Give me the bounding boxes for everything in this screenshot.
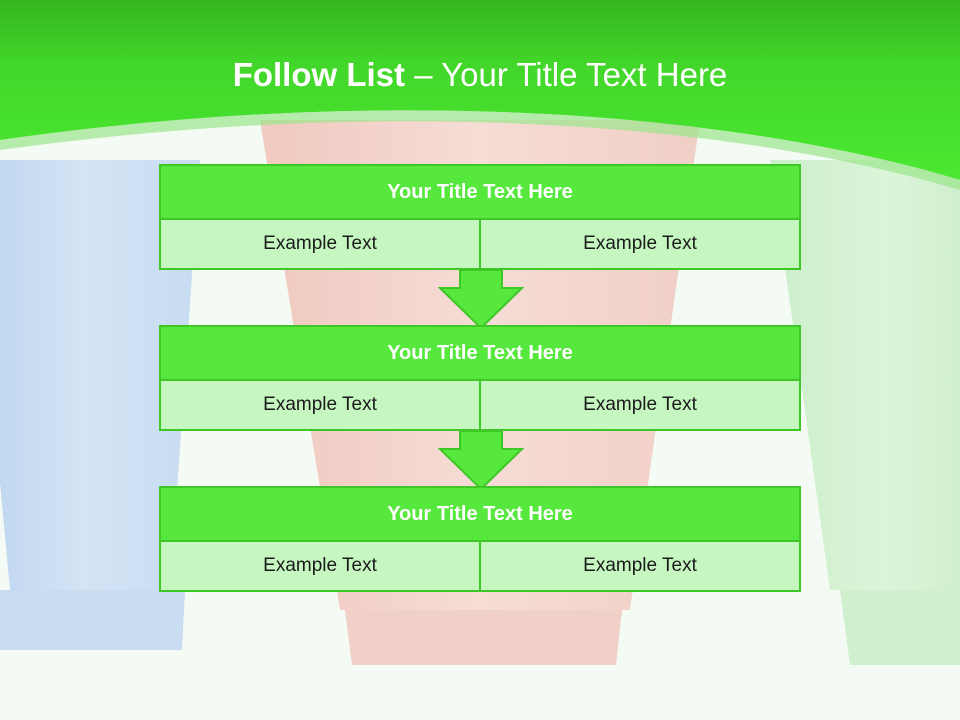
flow-block-cell-right: Example Text — [481, 220, 801, 270]
flow-block-cell-left: Example Text — [159, 542, 481, 592]
flow-block-2: Your Title Text Here Example Text Exampl… — [159, 325, 801, 431]
flow-block-row: Example Text Example Text — [159, 381, 801, 431]
flow-block-cell-right: Example Text — [481, 381, 801, 431]
title-bold-text: Follow List — [232, 56, 406, 93]
flow-block-row: Example Text Example Text — [159, 542, 801, 592]
flow-block-title: Your Title Text Here — [159, 325, 801, 381]
green-cup-image — [770, 160, 960, 665]
flow-block-3: Your Title Text Here Example Text Exampl… — [159, 486, 801, 592]
flow-block-cell-right: Example Text — [481, 542, 801, 592]
flow-block-1: Your Title Text Here Example Text Exampl… — [159, 164, 801, 270]
flow-block-title: Your Title Text Here — [159, 164, 801, 220]
slide-title: Follow List – Your Title Text Here — [0, 50, 960, 100]
flow-block-cell-left: Example Text — [159, 381, 481, 431]
blue-cup-image — [0, 160, 200, 650]
down-arrow-icon — [438, 270, 524, 330]
flow-block-row: Example Text Example Text — [159, 220, 801, 270]
flow-block-cell-left: Example Text — [159, 220, 481, 270]
header-band — [0, 0, 960, 190]
title-dash: – — [405, 56, 442, 93]
flow-block-title: Your Title Text Here — [159, 486, 801, 542]
down-arrow-icon — [438, 431, 524, 491]
title-rest-text: Your Title Text Here — [441, 56, 728, 93]
